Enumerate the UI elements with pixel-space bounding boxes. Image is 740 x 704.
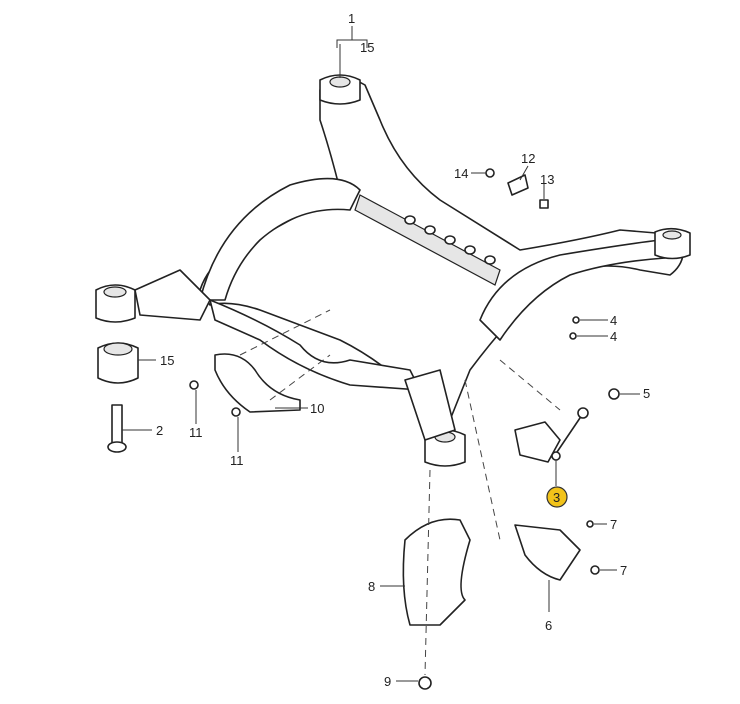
callout-3-highlight (546, 486, 568, 508)
bolt (107, 404, 127, 453)
heat-shield-10 (214, 353, 301, 413)
level-sensor (514, 407, 589, 463)
callout-12: 12 (521, 151, 535, 166)
callout-7a: 7 (610, 517, 617, 532)
bracket-6 (514, 524, 581, 581)
frame-holes (404, 215, 496, 265)
small-fasteners (189, 168, 620, 690)
callout-9: 9 (384, 674, 391, 689)
callout-15: 15 (360, 40, 374, 55)
callout-3: 3 (553, 490, 560, 505)
callout-11a: 11 (189, 425, 203, 440)
callout-1: 1 (348, 11, 355, 26)
callout-2: 2 (156, 423, 163, 438)
callout-8: 8 (368, 579, 375, 594)
callout-5: 5 (643, 386, 650, 401)
subframe (95, 74, 691, 467)
bushing (97, 342, 139, 384)
assembly-lines (239, 309, 561, 676)
callout-4b: 4 (610, 329, 617, 344)
callout-10: 10 (310, 401, 324, 416)
callout-13: 13 (540, 172, 554, 187)
callout-11b: 11 (230, 453, 244, 468)
callout-4a: 4 (610, 313, 617, 328)
leader-lines (122, 26, 640, 682)
callouts: 1 15 14 12 13 4 4 15 5 2 10 11 11 3 7 7 … (156, 11, 650, 689)
callout-15b: 15 (160, 353, 174, 368)
shield-8 (402, 518, 471, 626)
callout-7b: 7 (620, 563, 627, 578)
callout-6: 6 (545, 618, 552, 633)
callout-14: 14 (454, 166, 468, 181)
